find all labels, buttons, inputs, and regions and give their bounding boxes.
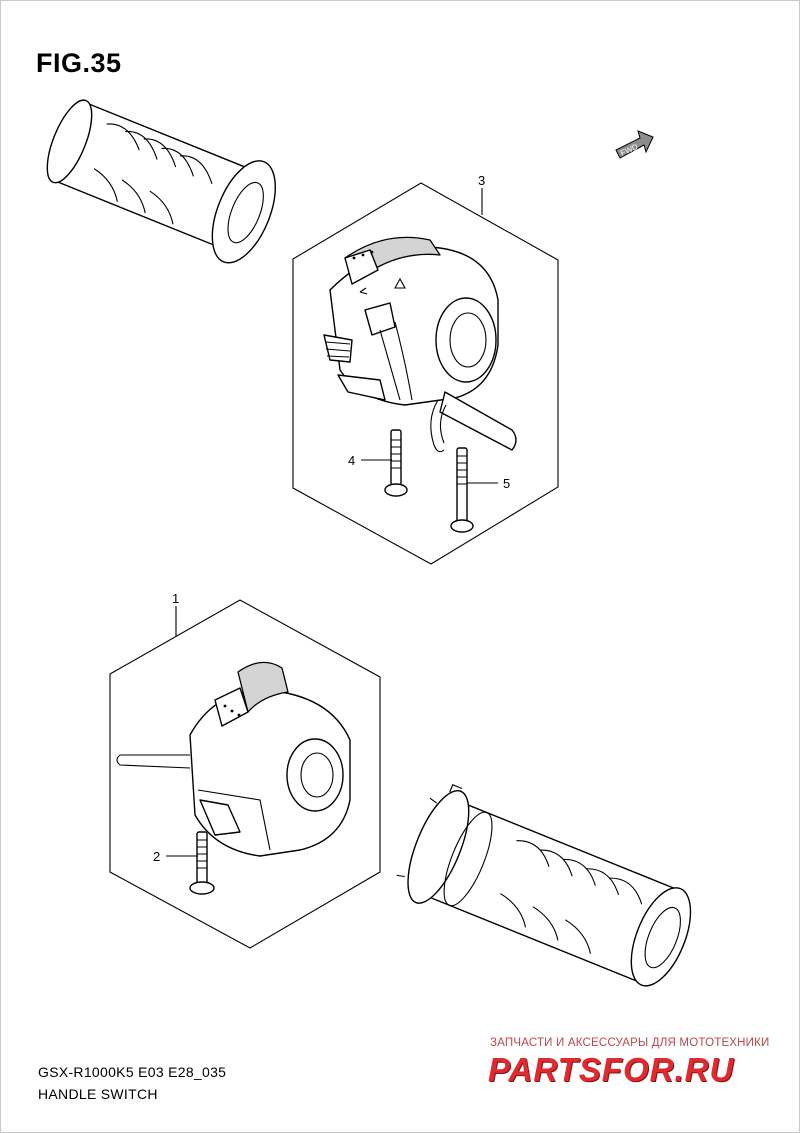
callout-2: 2 — [153, 849, 160, 864]
model-code: GSX-R1000K5 E03 E28_035 — [38, 1064, 227, 1080]
right-grip — [396, 784, 692, 987]
right-handle-switch — [116, 661, 351, 857]
upper-assembly-outline — [292, 182, 559, 565]
callout-3: 3 — [478, 173, 485, 188]
callout-4: 4 — [348, 453, 355, 468]
left-grip — [46, 99, 276, 264]
figure-title: FIG.35 — [36, 48, 122, 78]
fwd-label: FWD — [619, 142, 640, 158]
screw-part-2 — [189, 831, 215, 895]
fwd-arrow-icon: FWD — [615, 130, 654, 159]
screw-part-5 — [450, 447, 474, 533]
watermark-subtitle: ЗАПЧАСТИ И АКСЕССУАРЫ ДЛЯ МОТОТЕХНИКИ — [490, 1037, 770, 1049]
watermark-brand: PARTSFOR.RU — [488, 1051, 735, 1088]
left-handle-switch — [323, 236, 517, 453]
figure-name: HANDLE SWITCH — [38, 1086, 158, 1102]
callout-5: 5 — [503, 476, 510, 491]
callout-1: 1 — [172, 591, 179, 606]
screw-part-4 — [384, 429, 408, 497]
lower-assembly-outline — [109, 599, 381, 949]
